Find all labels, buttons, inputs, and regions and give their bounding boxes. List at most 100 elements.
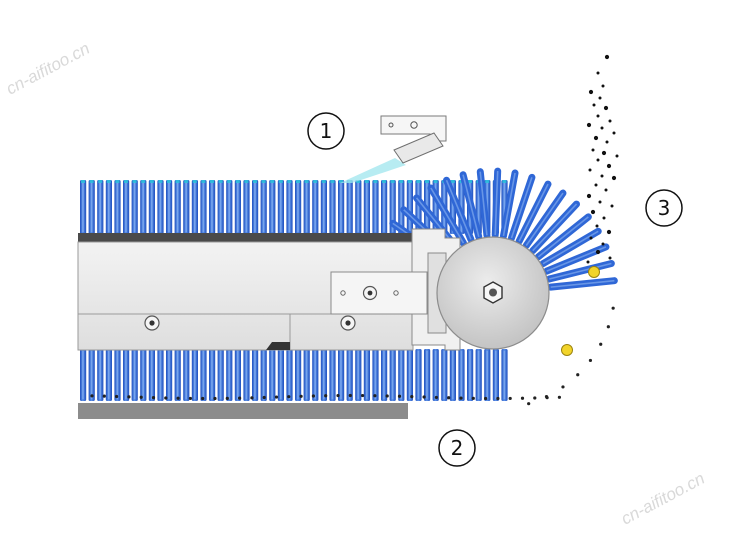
particle [604, 54, 610, 60]
debris-dot [397, 394, 402, 398]
particle [589, 236, 593, 240]
particle [598, 96, 602, 100]
yellow-marker-lower [561, 344, 573, 356]
debris-dot [557, 395, 562, 399]
particle [595, 224, 599, 228]
debris-dot [225, 396, 229, 400]
debris-dot [508, 396, 512, 401]
callout-3: 3 [645, 189, 683, 227]
debris-dot [422, 395, 426, 399]
callout-1: 1 [307, 112, 345, 150]
yellow-marker-upper [588, 266, 600, 278]
debris-dot [274, 395, 279, 399]
particle [611, 175, 617, 181]
drive-roller [436, 236, 550, 350]
debris-dot [336, 393, 340, 398]
debris-dot [213, 396, 217, 401]
debris-dot [410, 395, 414, 399]
debris-dot [102, 394, 106, 398]
debris-dot [533, 396, 537, 400]
callout-2: 2 [438, 429, 476, 467]
particle [604, 188, 608, 192]
debris-dot [385, 394, 389, 398]
particle [601, 242, 605, 246]
particle [606, 229, 612, 235]
particle [590, 209, 596, 215]
debris-dot [484, 396, 488, 401]
debris-dot [250, 396, 254, 400]
debris-dot [299, 394, 303, 398]
debris-dot [447, 396, 451, 400]
debris-dot [471, 396, 475, 400]
watermark-bottom-right: cn-aifitoo.cn [618, 469, 708, 529]
debris-dot [311, 394, 315, 398]
particle [608, 119, 612, 123]
particle [596, 71, 600, 75]
particle [601, 84, 605, 88]
frame-bolt-left [144, 315, 160, 331]
debris-dot [361, 393, 365, 398]
watermark-top-left: cn-aifitoo.cn [3, 39, 93, 99]
particle [608, 256, 612, 260]
debris-dot [188, 396, 192, 401]
particle [596, 114, 600, 118]
particle [602, 216, 606, 220]
upper-belt-strip [78, 233, 418, 242]
sensor-beam [340, 158, 406, 183]
debris-dot [324, 394, 328, 398]
top-bristle-row [80, 180, 508, 234]
debris-dot [127, 395, 131, 399]
callout-2-circle [438, 429, 476, 467]
callout-1-label: 1 [320, 119, 333, 143]
debris-dot [496, 396, 500, 401]
callout-3-circle [645, 189, 683, 227]
particle [586, 122, 592, 128]
debris-dot [139, 395, 143, 399]
sensor-unit [340, 115, 447, 183]
particle [605, 140, 609, 144]
debris-dot [115, 394, 119, 399]
debris-dot [238, 396, 242, 400]
debris-dot [520, 396, 525, 400]
particle [595, 249, 601, 255]
debris-dot [201, 396, 205, 401]
sensor-head [393, 132, 444, 164]
debris-dot [287, 395, 291, 399]
debris-dot [176, 396, 180, 400]
debris-dot [373, 394, 377, 398]
debris-dot [459, 396, 463, 400]
particle [606, 163, 612, 169]
debris-dot [151, 396, 156, 400]
particle [612, 131, 616, 135]
debris-dot [262, 395, 266, 400]
particle [588, 168, 592, 172]
particle [593, 135, 599, 141]
particle [591, 148, 595, 152]
particle [610, 204, 614, 208]
base-plate [78, 403, 408, 419]
particle [596, 158, 600, 162]
particle [600, 174, 604, 178]
particle [588, 89, 594, 95]
particle [594, 183, 598, 187]
bottom-bristle-row [80, 349, 562, 401]
frame-notch [266, 342, 290, 350]
frame-bolt-right [340, 315, 356, 331]
particle [603, 105, 609, 111]
particle [592, 103, 596, 107]
debris-dot [348, 393, 352, 398]
callout-1-circle [307, 112, 345, 150]
particle [615, 154, 619, 158]
particle [598, 200, 602, 204]
particle [586, 260, 590, 264]
debris-dot [90, 394, 94, 398]
debris-dot [164, 396, 168, 400]
particle [586, 193, 592, 199]
callout-3-label: 3 [658, 196, 671, 220]
callout-2-label: 2 [451, 436, 464, 460]
debris-particles [586, 54, 619, 264]
debris-dot [434, 395, 438, 400]
particle [600, 126, 604, 130]
particle [601, 150, 607, 156]
